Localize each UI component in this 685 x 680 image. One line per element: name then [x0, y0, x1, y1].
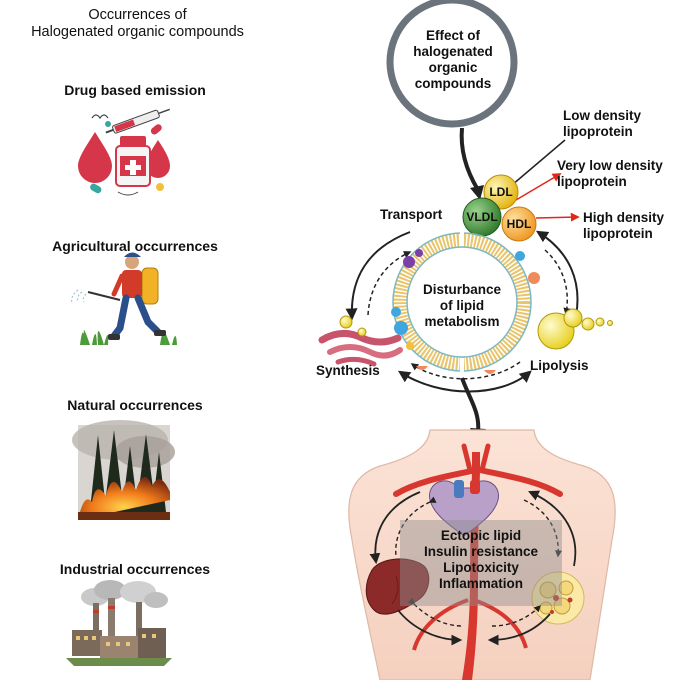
agricultural-label: Agricultural occurrences [52, 238, 218, 254]
industrial-label: Industrial occurrences [59, 561, 211, 577]
effects-box [400, 520, 562, 606]
effect-line1: Effect of [426, 28, 480, 43]
effect-line4: compounds [414, 75, 492, 91]
hdl-pointer-arrow [535, 212, 580, 222]
natural-label: Natural occurrences [67, 397, 203, 413]
hdl-name: High density lipoprotein [583, 210, 664, 242]
synthesis-to-transport-dashed [367, 251, 412, 316]
heart-organ [429, 480, 499, 537]
effect-lipotoxicity: Lipotoxicity [443, 559, 519, 575]
left-title: Occurrences of Halogenated organic compo… [0, 7, 275, 41]
vldl-name-line2: lipoprotein [557, 173, 627, 189]
hdl-ball [501, 206, 537, 242]
transport-label: Transport [380, 207, 443, 222]
vldl-name: Very low density lipoprotein [557, 158, 663, 190]
adipose-tissue [531, 571, 585, 625]
center-line1: Disturbance [422, 282, 502, 297]
ldl-pointer-line [511, 139, 566, 186]
membrane-ring [392, 232, 532, 372]
vldl-name-line1: Very low density [557, 158, 663, 173]
ldl-name-line2: lipoprotein [563, 123, 633, 139]
ldl-name-line1: Low density [563, 108, 642, 123]
synthesis-organelle [318, 315, 403, 367]
lipolysis-to-synthesis-dashed [410, 361, 521, 380]
effect-line3: organic [428, 59, 478, 75]
ldl-ball [483, 174, 519, 210]
synthesis-label: Synthesis [316, 363, 380, 378]
lipolysis-droplets [537, 308, 613, 350]
hdl-abbr: HDL [506, 217, 532, 231]
left-title-line1: Occurrences of [88, 7, 187, 23]
effects-list: Ectopic lipid Insulin resistance Lipotox… [400, 528, 562, 592]
hdl-name-line2: lipoprotein [583, 225, 653, 241]
effect-insulin-resistance: Insulin resistance [423, 543, 539, 559]
effect-ectopic-lipid: Ectopic lipid [440, 528, 522, 543]
hdl-name-line1: High density [583, 210, 665, 225]
drug-emission-label: Drug based emission [64, 82, 206, 98]
left-title-line2: Halogenated organic compounds [31, 24, 244, 41]
effect-line2: halogenated [413, 43, 493, 59]
lipid-disturbance-label: Disturbance of lipid metabolism [412, 282, 512, 330]
center-line2: of lipid [439, 297, 485, 313]
transport-to-synthesis-arrow [345, 231, 411, 321]
effect-inflammation: Inflammation [438, 575, 523, 591]
effect-label: Effect of halogenated organic compounds [398, 28, 508, 92]
vldl-abbr: VLDL [466, 210, 498, 224]
ldl-name: Low density lipoprotein [563, 108, 641, 140]
lipolysis-to-hdl-arrow [535, 230, 579, 317]
transport-to-lipolysis-dashed [544, 249, 571, 316]
ldl-abbr: LDL [489, 185, 513, 199]
lipolysis-label: Lipolysis [530, 358, 589, 373]
vldl-pointer-arrow [515, 173, 562, 201]
center-line3: metabolism [424, 313, 500, 329]
